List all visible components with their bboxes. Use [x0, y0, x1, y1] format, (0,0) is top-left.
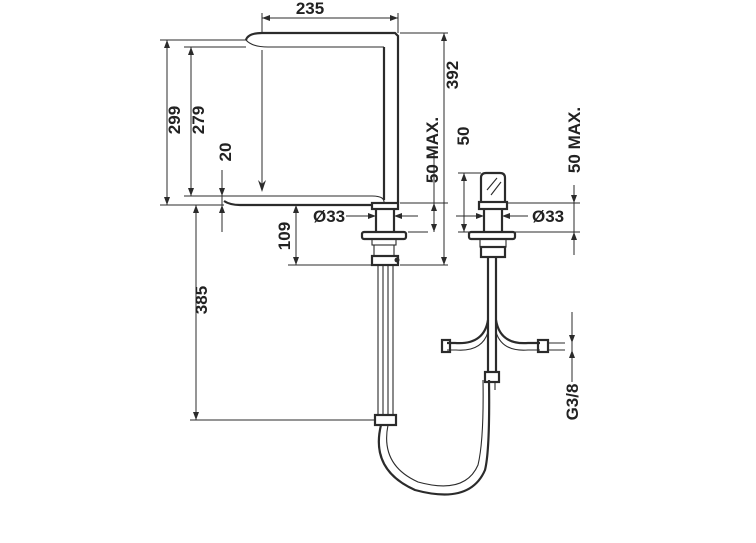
- dimension-lines: [160, 13, 580, 421]
- label-max-deck-right: 50 MAX.: [565, 107, 584, 173]
- label-max-deck-upper: 50 MAX.: [423, 117, 442, 183]
- label-overall-height: 299: [165, 106, 184, 134]
- label-spout-height: 279: [189, 106, 208, 134]
- label-spout-drop: 20: [216, 143, 235, 162]
- label-side-body-height: 50: [454, 127, 473, 146]
- label-thread: G3/8: [563, 384, 582, 421]
- label-total-height: 392: [443, 61, 462, 89]
- label-base-diameter-left: Ø33: [313, 207, 345, 226]
- valve-body-view: [440, 171, 565, 390]
- label-hose-length: 385: [192, 286, 211, 314]
- label-spout-reach: 235: [296, 0, 324, 18]
- faucet-side-view: [222, 31, 491, 496]
- label-base-diameter-right: Ø33: [532, 207, 564, 226]
- label-below-deck: 109: [275, 222, 294, 250]
